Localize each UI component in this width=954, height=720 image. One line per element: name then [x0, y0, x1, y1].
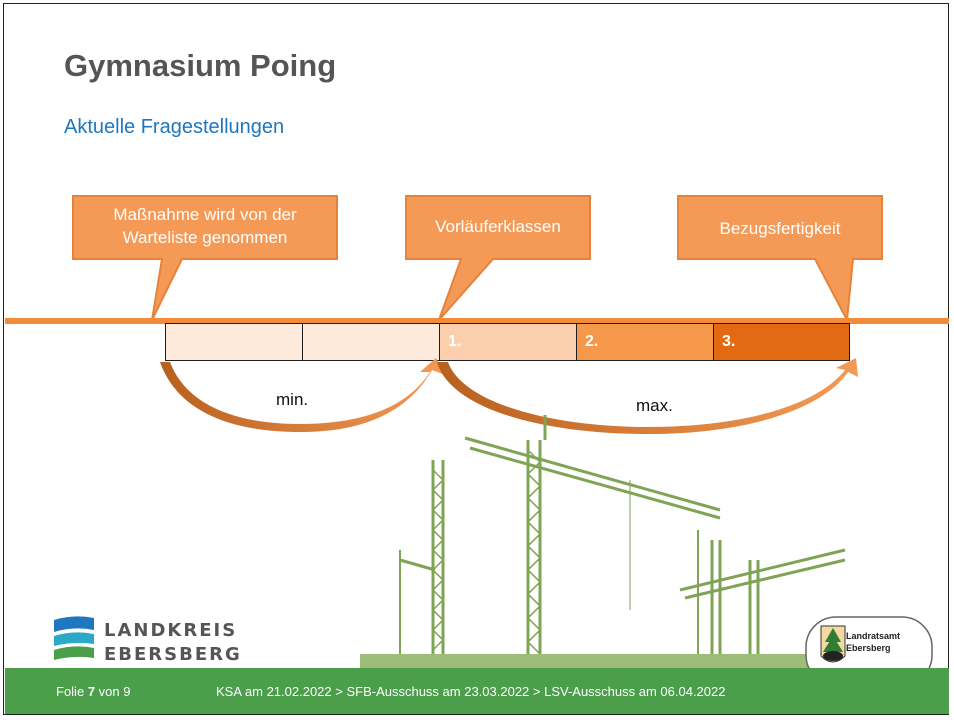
segment-label: 2.: [585, 333, 599, 350]
footer-folie-suffix: von 9: [98, 684, 131, 699]
landkreis-logo-mark: [54, 616, 94, 660]
callout-shape: [405, 195, 591, 321]
logo-line1: LANDKREIS: [104, 620, 238, 641]
callout-bezugsfertigkeit-label: Bezugsfertigkeit: [719, 219, 841, 238]
callout-warteliste-line1: Maßnahme wird von der: [113, 205, 297, 224]
arc-min: [160, 358, 445, 432]
segment-label: 3.: [722, 333, 736, 350]
construction-cranes-image: [360, 415, 846, 668]
timeline-segment: [165, 323, 303, 361]
footer-meetings: KSA am 21.02.2022 > SFB-Ausschuss am 23.…: [216, 684, 726, 699]
callout-shape: [72, 195, 338, 321]
timeline-line: [5, 318, 949, 324]
footer-slide-number: Folie 7 von 9: [56, 684, 130, 699]
arc-label-max: max.: [636, 396, 673, 415]
callout-vorlaeuferklassen: Vorläuferklassen: [403, 193, 593, 323]
callout-warteliste-line2: Warteliste genommen: [122, 228, 288, 247]
footer-bar: [5, 668, 949, 714]
callout-bezugsfertigkeit: Bezugsfertigkeit: [675, 193, 885, 324]
arc-label-min: min.: [276, 390, 309, 409]
slide-border: [3, 3, 949, 715]
logo-line2: EBERSBERG: [104, 644, 242, 665]
badge-line1: Landratsamt: [846, 631, 901, 641]
callout-shape: [677, 195, 883, 324]
badge-label: Landratsamt Ebersberg: [846, 630, 900, 654]
segment-label: 1.: [448, 333, 462, 350]
slide-title: Gymnasium Poing: [64, 48, 337, 83]
timeline-segment-3: 3.: [713, 323, 850, 361]
slide-subtitle: Aktuelle Fragestellungen: [64, 116, 285, 138]
callout-warteliste: Maßnahme wird von der Warteliste genomme…: [70, 193, 340, 323]
timeline-segment: [302, 323, 440, 361]
footer-folie-prefix: Folie: [56, 684, 85, 699]
callout-vorlaeuferklassen-label: Vorläuferklassen: [435, 217, 561, 236]
badge-line2: Ebersberg: [846, 643, 891, 653]
footer-folie-number: 7: [87, 684, 96, 699]
timeline-segment-1: 1.: [439, 323, 577, 361]
